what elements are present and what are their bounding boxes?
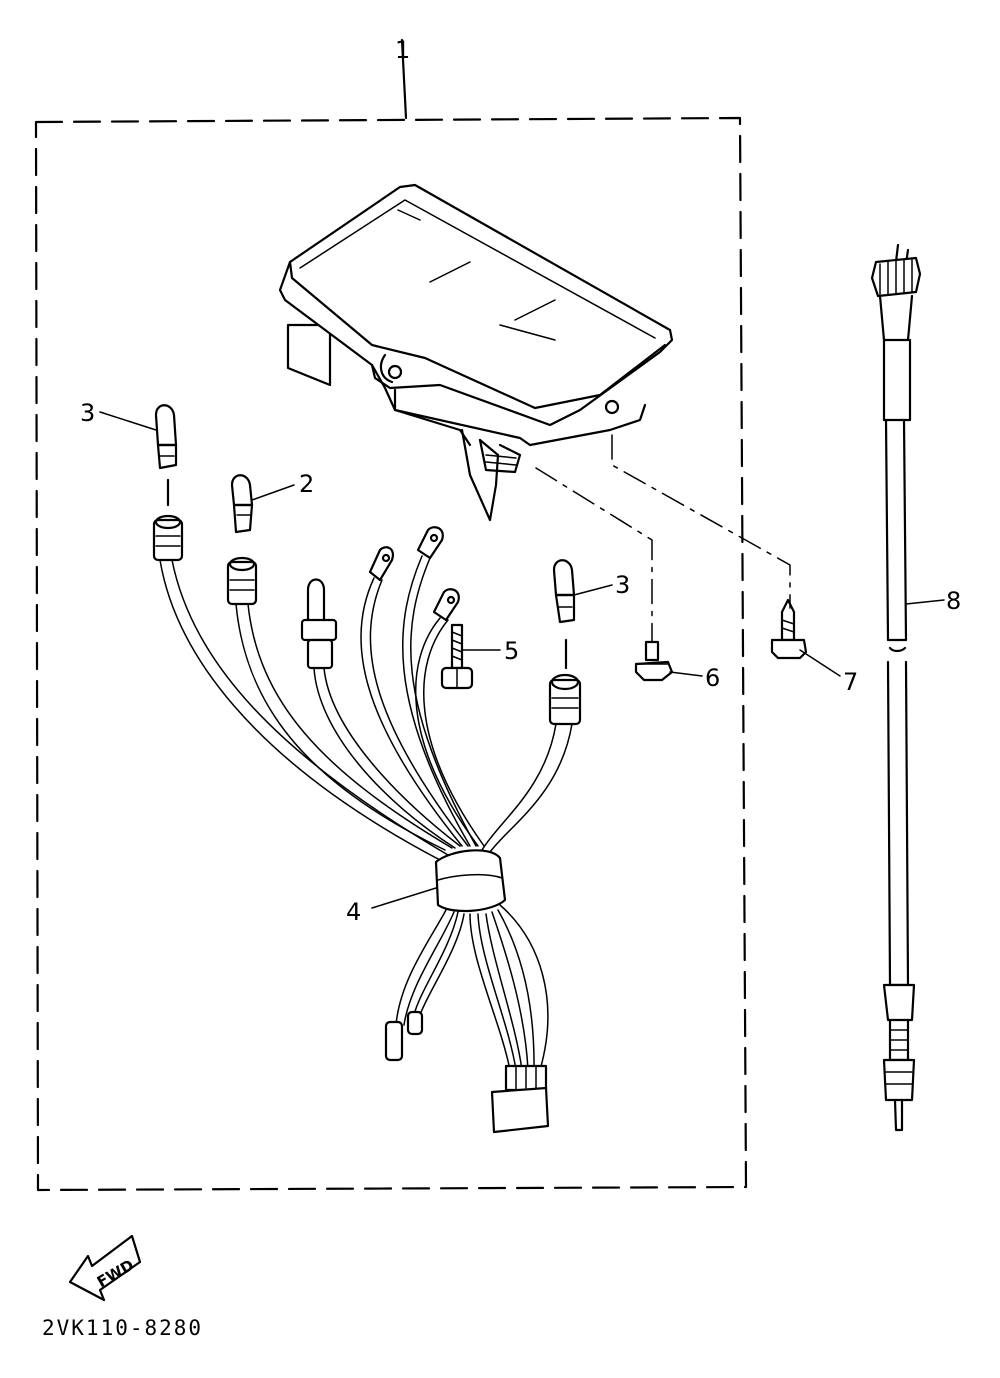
callout-3-left: 3 bbox=[80, 399, 95, 427]
leader-4 bbox=[371, 887, 437, 909]
harness-clamp bbox=[434, 849, 507, 913]
drawing-code: 2VK110-8280 bbox=[42, 1316, 203, 1340]
harness-socket-bulb bbox=[300, 578, 338, 670]
assembly-boundary bbox=[34, 116, 748, 1192]
callout-4: 4 bbox=[346, 898, 361, 926]
callout-2: 2 bbox=[299, 470, 314, 498]
harness-wires-lower bbox=[395, 904, 549, 1071]
fwd-arrow-icon: FWD bbox=[68, 1234, 142, 1302]
bulb-2 bbox=[230, 474, 254, 534]
leader-2 bbox=[251, 484, 295, 501]
screw-5 bbox=[440, 623, 474, 690]
meter-housing bbox=[278, 183, 674, 522]
callout-1: 1 bbox=[395, 36, 410, 64]
ring-terminals bbox=[368, 526, 460, 622]
leader-6 bbox=[669, 671, 703, 677]
leader-1 bbox=[400, 38, 408, 120]
fastening-line-7 bbox=[611, 434, 791, 609]
fastening-line-6 bbox=[535, 467, 653, 643]
callout-7: 7 bbox=[843, 668, 858, 696]
harness-socket-left bbox=[152, 514, 184, 562]
callout-3-right: 3 bbox=[615, 571, 630, 599]
harness-socket-middle bbox=[226, 556, 258, 606]
callout-5: 5 bbox=[504, 637, 519, 665]
speedometer-cable bbox=[870, 243, 922, 1132]
screw-7 bbox=[770, 598, 808, 660]
leader-8 bbox=[905, 599, 945, 605]
screw-6 bbox=[634, 640, 674, 682]
callout-6: 6 bbox=[705, 664, 720, 692]
harness-socket-right bbox=[548, 673, 582, 726]
bulb-3-left bbox=[154, 404, 178, 470]
bullet-connectors bbox=[384, 1010, 424, 1062]
bulb-3-right bbox=[552, 559, 576, 624]
leader-3-right bbox=[573, 584, 613, 596]
harness-wires bbox=[159, 555, 573, 861]
callout-8: 8 bbox=[946, 587, 961, 615]
leader-3-left bbox=[99, 411, 157, 431]
leader-7 bbox=[799, 649, 841, 677]
harness-coupler bbox=[490, 1064, 550, 1134]
